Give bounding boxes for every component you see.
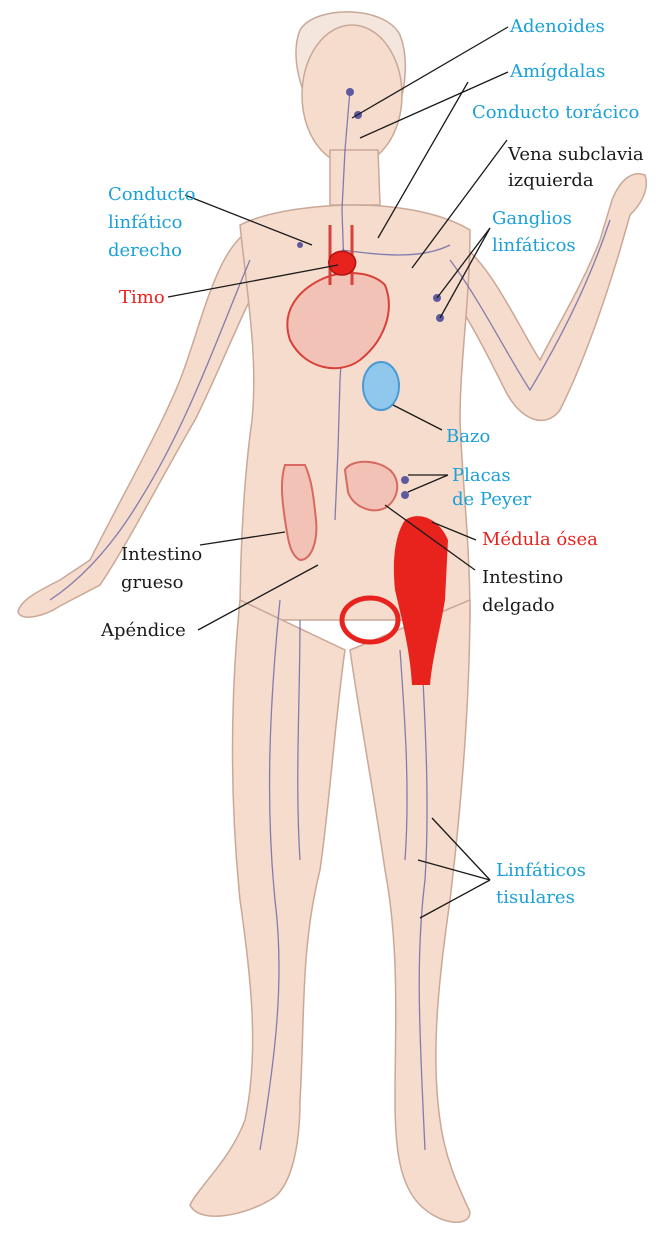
label-linfaticos-line1: Linfáticos — [496, 860, 586, 881]
label-medula: Médula ósea — [482, 529, 598, 550]
label-ganglios-line1: Ganglios — [492, 208, 572, 229]
label-conducto-toracico: Conducto torácico — [472, 102, 639, 123]
label-intestino-delgado-line1: Intestino — [482, 567, 563, 588]
label-amigdalas: Amígdalas — [509, 61, 605, 82]
label-vena-subclavia-line1: Vena subclavia — [507, 144, 644, 165]
lymph-node — [346, 88, 354, 96]
label-ganglios-line2: linfáticos — [492, 235, 576, 256]
label-adenoides: Adenoides — [509, 16, 605, 37]
label-conducto-linfatico-line3: derecho — [108, 240, 182, 261]
neck — [330, 150, 380, 205]
label-intestino-grueso-line1: Intestino — [121, 544, 202, 565]
left-leg — [350, 600, 470, 1222]
right-leg — [190, 600, 345, 1216]
lymph-node — [297, 242, 303, 248]
spleen — [363, 362, 399, 410]
label-vena-subclavia-line2: izquierda — [508, 170, 594, 191]
label-bazo: Bazo — [446, 426, 490, 447]
label-conducto-linfatico-line2: linfático — [108, 212, 182, 233]
lymph-node — [401, 491, 409, 499]
lymph-node — [401, 476, 409, 484]
label-placas-line2: de Peyer — [452, 489, 532, 510]
label-apendice: Apéndice — [100, 620, 186, 641]
label-timo: Timo — [119, 287, 165, 308]
label-placas-line1: Placas — [452, 465, 511, 486]
label-intestino-delgado-line2: delgado — [482, 595, 555, 616]
label-conducto-linfatico-line1: Conducto — [108, 184, 195, 205]
label-intestino-grueso-line2: grueso — [121, 572, 183, 593]
thymus — [329, 251, 356, 275]
label-linfaticos-line2: tisulares — [496, 887, 575, 908]
